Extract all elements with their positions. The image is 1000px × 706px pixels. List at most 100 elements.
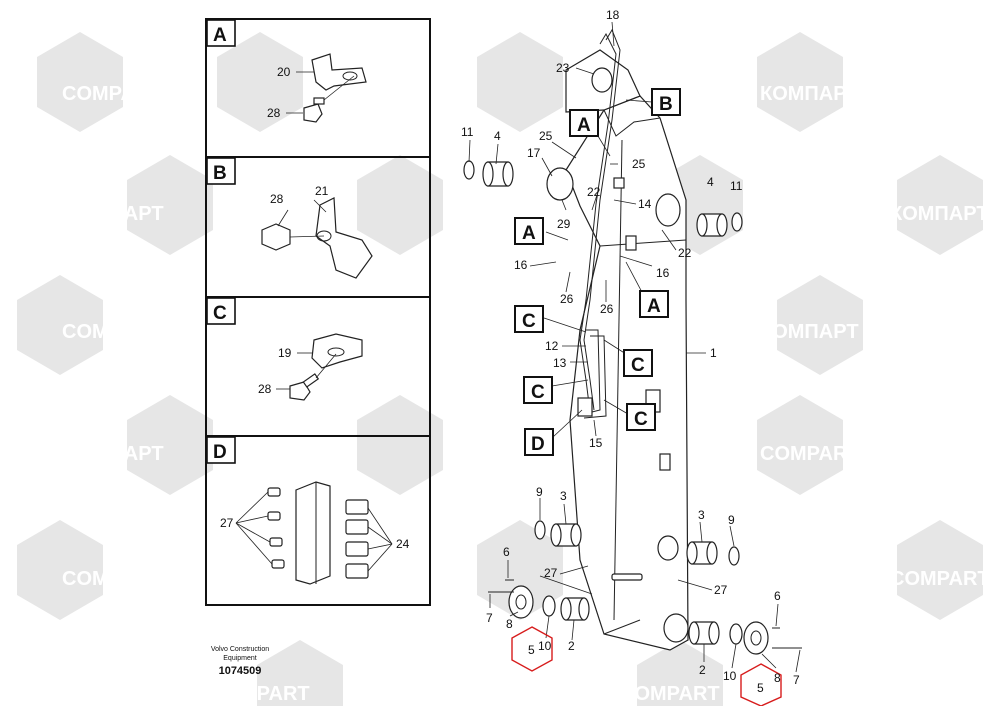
part-label: 6 bbox=[774, 589, 781, 603]
watermark-text: COMPART bbox=[890, 568, 990, 590]
part-label: 18 bbox=[606, 8, 620, 22]
part-labels: 18 23 11 4 25 17 25 22 4 11 14 29 22 16 … bbox=[461, 8, 800, 695]
part-label: 17 bbox=[527, 146, 541, 160]
part-label: 28 bbox=[258, 382, 272, 396]
part-label: 1 bbox=[710, 346, 717, 360]
part-label: 22 bbox=[587, 185, 601, 199]
part-label: 28 bbox=[267, 106, 281, 120]
part-label: 12 bbox=[545, 339, 559, 353]
brand-caption: Volvo Construction Equipment bbox=[202, 645, 278, 663]
part-label: 22 bbox=[678, 246, 692, 260]
panel-a-key: A bbox=[213, 25, 227, 46]
part-label: 2 bbox=[568, 639, 575, 653]
watermark-text: COMPART bbox=[890, 321, 990, 343]
part-label: 16 bbox=[514, 258, 528, 272]
panel-c-key: C bbox=[213, 303, 227, 324]
callout-b: B bbox=[651, 88, 681, 116]
part-label: 26 bbox=[560, 292, 574, 306]
part-label: 10 bbox=[538, 639, 552, 653]
brand-line-2: Equipment bbox=[223, 655, 257, 662]
part-label: 2 bbox=[699, 663, 706, 677]
part-label: 28 bbox=[270, 192, 284, 206]
watermark-text: COMPART bbox=[62, 83, 162, 105]
callout-c-2: C bbox=[623, 349, 653, 377]
watermark-text: КОМПАРТ bbox=[65, 443, 164, 465]
callout-c-1: C bbox=[514, 305, 544, 333]
part-label: 21 bbox=[315, 184, 329, 198]
part-label: 8 bbox=[506, 617, 513, 631]
watermark-text: COMPART bbox=[890, 83, 990, 105]
part-label: 13 bbox=[553, 356, 567, 370]
part-label: 11 bbox=[730, 179, 743, 193]
panel-c: C 19 28 bbox=[206, 297, 363, 401]
callout-c-3: C bbox=[523, 376, 553, 404]
part-label: 25 bbox=[539, 129, 553, 143]
callout-a-top: A bbox=[569, 109, 599, 137]
part-label: 27 bbox=[220, 516, 234, 530]
leader-lines bbox=[468, 21, 801, 673]
part-label: 23 bbox=[556, 61, 570, 75]
hex-marker-left bbox=[511, 626, 553, 672]
watermark-text: COMPART bbox=[210, 683, 310, 705]
watermark-text: COMPART bbox=[62, 568, 162, 590]
panel-b-key: B bbox=[213, 163, 227, 184]
part-label: 14 bbox=[638, 197, 652, 211]
part-label: 19 bbox=[278, 346, 292, 360]
watermark-text: КОМПАРТ bbox=[65, 203, 164, 225]
watermark-text: КОМПАРТ bbox=[890, 443, 989, 465]
svg-text:C: C bbox=[634, 409, 648, 430]
watermark-text: КОМПАРТ bbox=[760, 83, 859, 105]
callout-a-right: A bbox=[639, 290, 669, 318]
part-label: 16 bbox=[656, 266, 670, 280]
watermark-text: COMPART bbox=[760, 203, 860, 225]
part-label: 26 bbox=[600, 302, 614, 316]
watermark-text: КОМПАРТ bbox=[340, 83, 439, 105]
part-label: 10 bbox=[723, 669, 737, 683]
part-label: 11 bbox=[461, 125, 474, 139]
part-label: 9 bbox=[728, 513, 735, 527]
panel-a: A 20 28 bbox=[206, 19, 367, 123]
part-label: 4 bbox=[494, 129, 501, 143]
part-label: 20 bbox=[277, 65, 291, 79]
watermark-text: COMPART bbox=[760, 568, 860, 590]
part-label: 29 bbox=[557, 217, 571, 231]
part-label: 6 bbox=[503, 545, 510, 559]
svg-text:C: C bbox=[522, 311, 536, 332]
watermark-text: COMPART bbox=[62, 321, 162, 343]
watermark-text: COMPART bbox=[760, 443, 860, 465]
part-label: 7 bbox=[793, 673, 800, 687]
part-label: 24 bbox=[396, 537, 410, 551]
svg-text:D: D bbox=[531, 434, 545, 455]
callout-c-4: C bbox=[626, 403, 656, 431]
part-label: 5 bbox=[528, 643, 535, 657]
part-label: 4 bbox=[707, 175, 714, 189]
drawing-number: 1074509 bbox=[218, 665, 262, 677]
part-label: 3 bbox=[698, 508, 705, 522]
part-label: 9 bbox=[536, 485, 543, 499]
panel-d-key: D bbox=[213, 442, 227, 463]
svg-text:A: A bbox=[647, 296, 661, 317]
svg-text:A: A bbox=[577, 115, 591, 136]
part-label: 25 bbox=[632, 157, 646, 171]
panel-b: B 28 21 bbox=[206, 157, 373, 279]
callout-a-left: A bbox=[514, 217, 544, 245]
svg-text:B: B bbox=[659, 94, 673, 115]
part-label: 27 bbox=[714, 583, 728, 597]
svg-text:C: C bbox=[531, 382, 545, 403]
part-label: 15 bbox=[589, 436, 603, 450]
detail-panels: A 20 28 B 28 21 C bbox=[205, 18, 431, 606]
part-label: 27 bbox=[544, 566, 558, 580]
part-label: 3 bbox=[560, 489, 567, 503]
watermark-text: COMPART bbox=[620, 683, 720, 705]
part-label: 7 bbox=[486, 611, 493, 625]
watermark-layer: COMPART КОМПАРТ КОМПАРТ COMPART КОМПАРТ … bbox=[17, 32, 990, 706]
part-label: 8 bbox=[774, 671, 781, 685]
svg-text:C: C bbox=[631, 355, 645, 376]
panel-d: D 27 24 bbox=[206, 436, 410, 585]
brand-line-1: Volvo Construction bbox=[210, 646, 270, 653]
watermark-text: КОМПАРТ bbox=[760, 321, 859, 343]
watermark-text: КОМПАРТ bbox=[890, 203, 989, 225]
svg-text:A: A bbox=[522, 223, 536, 244]
part-label: 5 bbox=[757, 681, 764, 695]
